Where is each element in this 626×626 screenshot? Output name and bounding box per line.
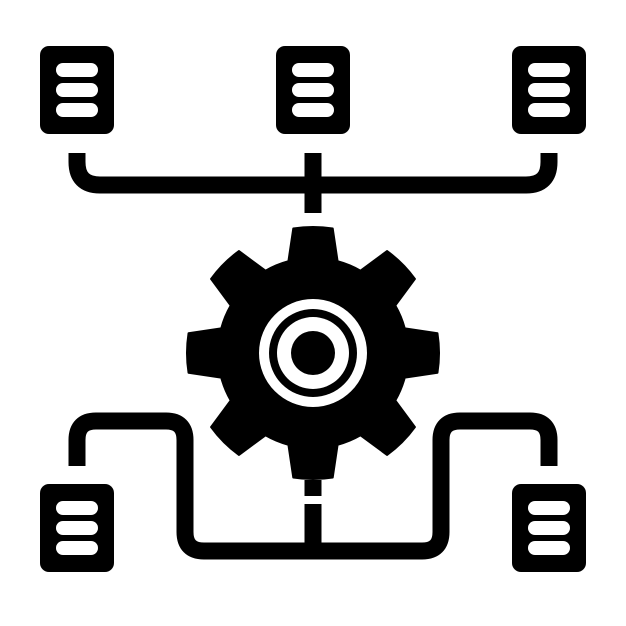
gear-icon bbox=[186, 226, 440, 480]
server-slot bbox=[528, 541, 570, 555]
server-slot bbox=[56, 63, 98, 77]
server-icon bbox=[40, 46, 114, 134]
server-slot bbox=[528, 103, 570, 117]
server-icon bbox=[512, 46, 586, 134]
bottom-connector-bus bbox=[68, 412, 558, 560]
servers bbox=[40, 46, 586, 572]
server-slot bbox=[292, 83, 334, 97]
server-slot bbox=[56, 83, 98, 97]
server-icon bbox=[40, 484, 114, 572]
server-slot bbox=[528, 63, 570, 77]
server-slot bbox=[56, 521, 98, 535]
server-icon bbox=[276, 46, 350, 134]
server-slot bbox=[292, 103, 334, 117]
server-slot bbox=[56, 541, 98, 555]
server-icon bbox=[512, 484, 586, 572]
connector-lines bbox=[68, 153, 558, 560]
server-slot bbox=[56, 501, 98, 515]
server-slot bbox=[528, 83, 570, 97]
server-slot bbox=[292, 63, 334, 77]
gear-center-dot bbox=[291, 331, 335, 375]
server-slot bbox=[528, 501, 570, 515]
server-slot bbox=[56, 103, 98, 117]
server-slot bbox=[528, 521, 570, 535]
